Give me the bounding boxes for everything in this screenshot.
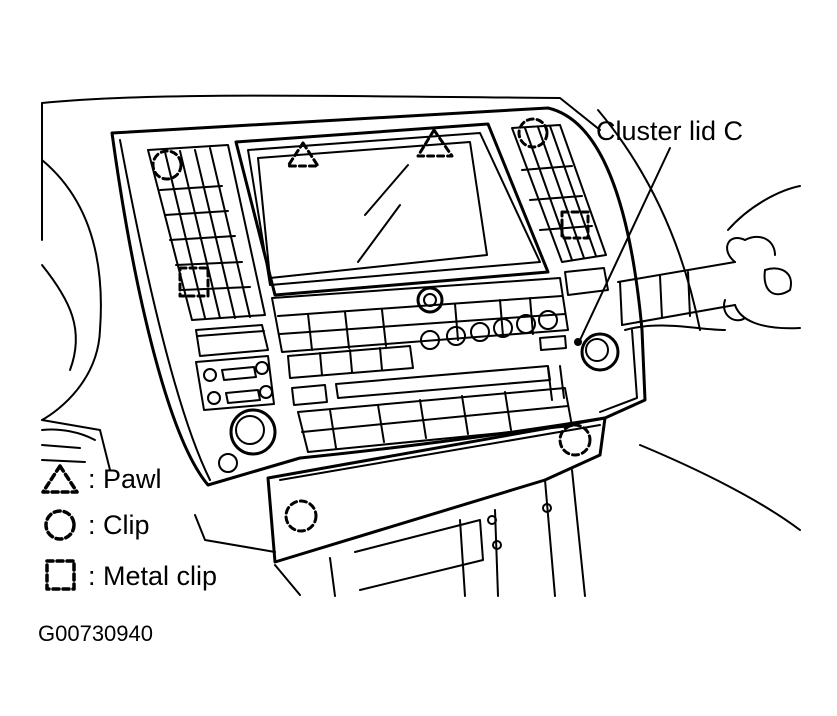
cluster-lid-bezel bbox=[110, 106, 647, 487]
dashboard-outline bbox=[41, 94, 801, 553]
left-screw bbox=[218, 453, 238, 473]
pawl-icon bbox=[41, 464, 79, 494]
left-control-cluster bbox=[195, 355, 277, 473]
metal-clip-marker-left bbox=[178, 266, 210, 298]
button-round-2 bbox=[446, 326, 466, 346]
callout-cluster-lid-c: Cluster lid C bbox=[596, 116, 744, 146]
hand-with-trim-tool bbox=[617, 185, 801, 330]
right-knob bbox=[580, 332, 620, 372]
left-knob bbox=[229, 408, 277, 456]
left-air-vent bbox=[147, 144, 269, 357]
pawl-marker-left bbox=[286, 141, 320, 168]
control-knob-center bbox=[416, 286, 444, 314]
legend-clip-label: : Clip bbox=[88, 510, 150, 540]
button-round-4 bbox=[493, 318, 513, 338]
pawl-marker-right bbox=[416, 128, 454, 158]
clip-icon bbox=[44, 509, 76, 541]
button-round-3 bbox=[470, 322, 490, 342]
clip-marker-top-left bbox=[151, 149, 183, 181]
right-air-vent bbox=[511, 124, 609, 296]
clip-marker-lower-right bbox=[558, 423, 592, 457]
button-round-6 bbox=[538, 310, 558, 330]
metal-clip-icon bbox=[45, 559, 76, 591]
legend-icons bbox=[41, 464, 79, 591]
legend-metal-clip-label: : Metal clip bbox=[88, 561, 218, 591]
nav-display bbox=[234, 122, 550, 297]
legend-pawl-label: : Pawl bbox=[88, 464, 162, 494]
clip-marker-lower-left bbox=[284, 499, 318, 533]
clip-marker-top-right bbox=[517, 117, 549, 149]
right-control-cluster bbox=[580, 332, 620, 372]
lower-panel bbox=[266, 416, 607, 597]
fastener-markers bbox=[151, 117, 592, 533]
callout-leader-line bbox=[579, 147, 671, 341]
center-control-panel bbox=[271, 277, 582, 453]
metal-clip-marker-right bbox=[560, 210, 590, 240]
button-round-1 bbox=[420, 330, 440, 350]
figure-id: G00730940 bbox=[38, 621, 153, 646]
button-round-5 bbox=[516, 314, 536, 334]
